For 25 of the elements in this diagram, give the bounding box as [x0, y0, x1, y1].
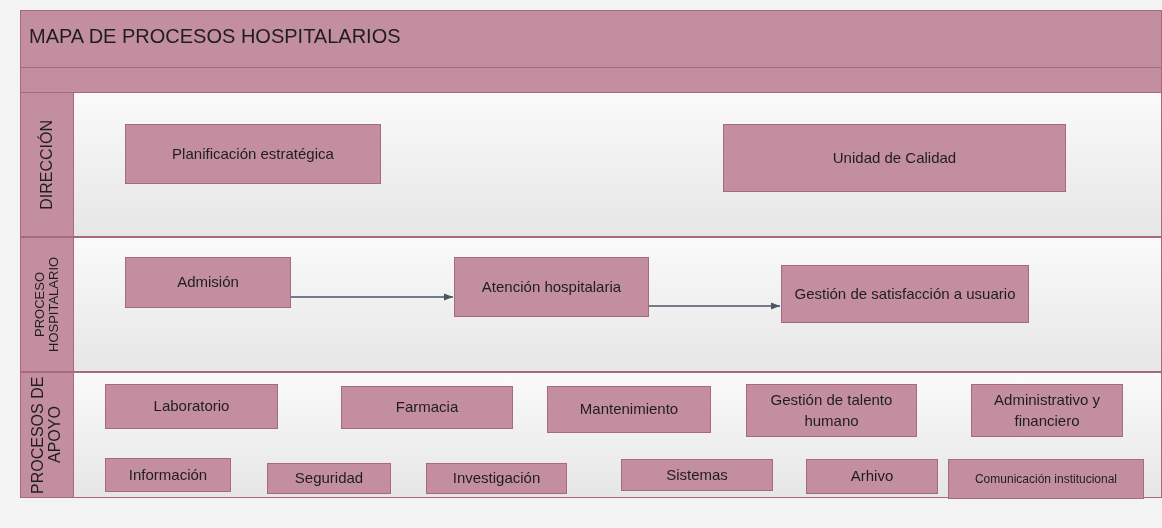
lane-label: DIRECCIÓN: [38, 119, 56, 210]
process-box: Farmacia: [341, 386, 513, 429]
process-box: Unidad de Calidad: [723, 124, 1066, 192]
lane-label: PROCESOS DE APOYO: [30, 375, 64, 496]
process-box: Investigación: [426, 463, 567, 494]
process-box: Gestión de talento humano: [746, 384, 917, 437]
process-box: Mantenimiento: [547, 386, 711, 433]
lane-label: PROCESO HOSPITALARIO: [33, 255, 61, 355]
process-box: Laboratorio: [105, 384, 278, 429]
process-box: Información: [105, 458, 231, 492]
process-box: Planificación estratégica: [125, 124, 381, 184]
title-bar: MAPA DE PROCESOS HOSPITALARIOS: [20, 10, 1162, 68]
process-box: Comunicación institucional: [948, 459, 1144, 499]
process-box: Administrativo y financiero: [971, 384, 1123, 437]
process-box: Seguridad: [267, 463, 391, 494]
swimlane: [20, 92, 1162, 237]
process-box: Atención hospitalaria: [454, 257, 649, 317]
arrow: [289, 293, 454, 301]
swimlane: [20, 237, 1162, 372]
process-box: Arhivo: [806, 459, 938, 494]
process-box: Gestión de satisfacción a usuario: [781, 265, 1029, 323]
process-box: Admisión: [125, 257, 291, 308]
swimlane: [20, 372, 1162, 498]
arrow: [647, 302, 781, 310]
process-box: Sistemas: [621, 459, 773, 491]
